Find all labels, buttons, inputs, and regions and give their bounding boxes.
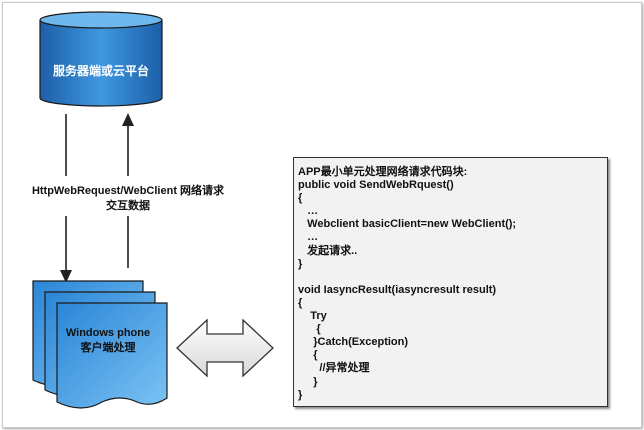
code-line: { <box>298 349 318 362</box>
client-label-line1: Windows phone <box>65 327 151 339</box>
code-line: { <box>298 323 321 336</box>
code-line: { <box>298 192 303 205</box>
code-line: Try <box>298 310 327 323</box>
code-line: }Catch(Exception) <box>298 336 409 349</box>
code-line: void IasyncResult(iasyncresult result) <box>298 283 497 296</box>
code-line: APP最小单元处理网络请求代码块: <box>298 166 468 178</box>
code-line: } <box>298 375 318 388</box>
client-documents <box>32 280 168 409</box>
response-arrow-up <box>122 113 134 268</box>
code-block: APP最小单元处理网络请求代码块: public void SendWebRqu… <box>293 157 608 407</box>
bidirectional-arrow <box>176 318 274 378</box>
request-arrow-down <box>60 114 72 283</box>
code-line <box>298 271 607 284</box>
code-line: } <box>298 388 303 401</box>
client-label: Windows phone 客户端处理 <box>48 326 168 356</box>
code-line: public void SendWebRquest() <box>298 179 454 192</box>
connection-label-line1: HttpWebRequest/WebClient 网络请求 <box>31 185 225 197</box>
server-label: 服务器端或云平台 <box>52 64 149 78</box>
connection-label: HttpWebRequest/WebClient 网络请求 交互数据 <box>28 184 228 214</box>
code-line: } <box>298 257 303 270</box>
server-cylinder <box>39 11 163 107</box>
code-line: //异常处理 <box>298 362 370 375</box>
code-line: … <box>298 231 319 244</box>
code-line: { <box>298 296 303 309</box>
code-line: 发起请求.. <box>298 244 358 257</box>
connection-label-line2: 交互数据 <box>106 200 150 212</box>
code-line: Webclient basicClient=new WebClient(); <box>298 218 517 231</box>
client-label-line2: 客户端处理 <box>80 342 136 354</box>
code-line: … <box>298 205 319 218</box>
